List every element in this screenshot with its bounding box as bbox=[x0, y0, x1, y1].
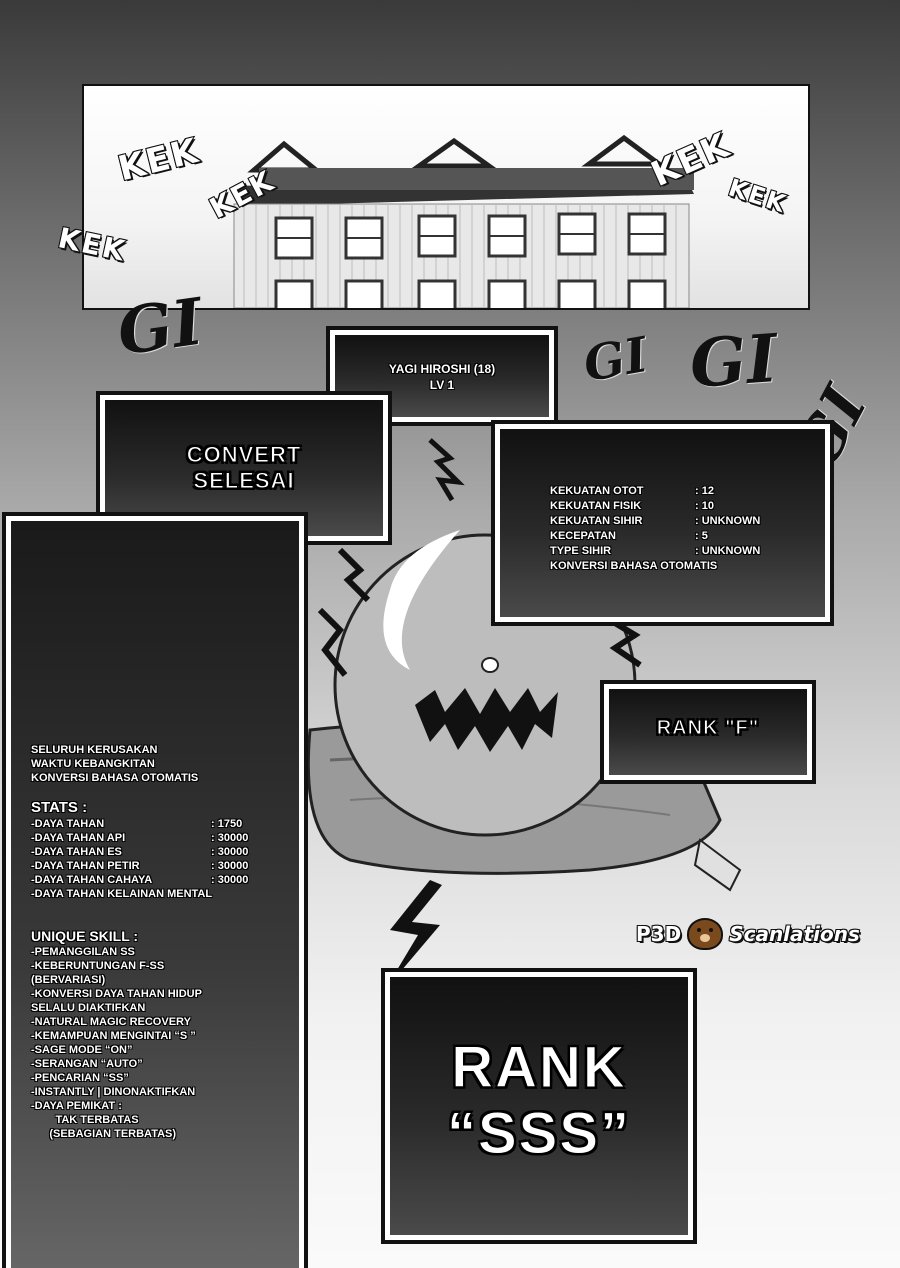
intro-line: WAKTU KEBANGKITAN bbox=[31, 758, 155, 770]
watermark-left: P3D bbox=[635, 921, 682, 947]
skill-line: -KEBERUNTUNGAN F-SS bbox=[31, 960, 165, 972]
lightning-bolt-icon bbox=[385, 880, 442, 990]
bear-logo-icon bbox=[687, 918, 724, 950]
character-name: YAGI HIROSHI (18) bbox=[388, 362, 496, 376]
skill-line: (SEBAGIAN TERBATAS) bbox=[31, 1128, 177, 1140]
rank-sss-window: RANK “SSS” bbox=[381, 968, 697, 1244]
stat-row: -DAYA TAHAN KELAINAN MENTAL bbox=[31, 888, 213, 900]
stat-row: -DAYA TAHAN PETIR: 30000 bbox=[31, 860, 249, 872]
sfx-gi: GI bbox=[579, 326, 652, 394]
skill-line: -PEMANGGILAN SS bbox=[31, 946, 135, 958]
rank-f-window: RANK "F" bbox=[600, 680, 816, 784]
convert-line2: SELESAI bbox=[193, 468, 295, 494]
sfx-gi: GI bbox=[113, 284, 208, 371]
rank-sss-line2: “SSS” bbox=[446, 1101, 632, 1167]
stat-row: -DAYA TAHAN API: 30000 bbox=[31, 832, 249, 844]
skill-line: -KEMAMPUAN MENGINTAI “S ” bbox=[31, 1030, 196, 1042]
intro-line: SELURUH KERUSAKAN bbox=[31, 744, 158, 756]
skill-line: -SAGE MODE “ON” bbox=[31, 1044, 133, 1056]
rank-sss-line1: RANK bbox=[451, 1035, 627, 1101]
skill-line: -PENCARIAN “SS” bbox=[31, 1072, 129, 1084]
rank-f-text: RANK "F" bbox=[656, 717, 760, 740]
stats-title: STATS : bbox=[31, 799, 88, 816]
intro-line: KONVERSI BAHASA OTOMATIS bbox=[31, 772, 199, 784]
building-illustration bbox=[233, 134, 694, 308]
stat-row: KEKUATAN FISIK: 10 bbox=[550, 500, 714, 512]
stat-row: -DAYA TAHAN CAHAYA: 30000 bbox=[31, 874, 249, 886]
skill-line: TAK TERBATAS bbox=[31, 1114, 139, 1126]
top-panel-building bbox=[82, 84, 810, 310]
convert-line1: CONVERT bbox=[186, 442, 302, 468]
skill-line: -NATURAL MAGIC RECOVERY bbox=[31, 1016, 191, 1028]
skill-line: -SERANGAN “AUTO” bbox=[31, 1058, 143, 1070]
stats-window: KEKUATAN OTOT: 12 KEKUATAN FISIK: 10 KEK… bbox=[491, 420, 834, 626]
stat-row: KECEPATAN: 5 bbox=[550, 530, 708, 542]
scanlation-watermark: P3D Scanlations bbox=[635, 918, 861, 950]
skill-line: SELALU DIAKTIFKAN bbox=[31, 1002, 146, 1014]
stat-row: -DAYA TAHAN ES: 30000 bbox=[31, 846, 249, 858]
skill-line: (BERVARIASI) bbox=[31, 974, 106, 986]
skill-line: -DAYA PEMIKAT : bbox=[31, 1100, 122, 1112]
skill-line: -KONVERSI DAYA TAHAN HIDUP bbox=[31, 988, 202, 1000]
stats-footer: KONVERSI BAHASA OTOMATIS bbox=[550, 560, 718, 572]
stat-row: KEKUATAN SIHIR: UNKNOWN bbox=[550, 515, 761, 527]
stat-row: TYPE SIHIR: UNKNOWN bbox=[550, 545, 761, 557]
left-status-panel: SELURUH KERUSAKAN WAKTU KEBANGKITAN KONV… bbox=[2, 512, 308, 1268]
skill-line: -INSTANTLY | DINONAKTIFKAN bbox=[31, 1086, 196, 1098]
skills-title: UNIQUE SKILL : bbox=[31, 928, 139, 944]
watermark-right: Scanlations bbox=[728, 921, 861, 947]
sfx-gi: GI bbox=[687, 319, 780, 403]
character-level: LV 1 bbox=[429, 378, 455, 392]
stat-row: KEKUATAN OTOT: 12 bbox=[550, 485, 714, 497]
stat-row: -DAYA TAHAN: 1750 bbox=[31, 818, 243, 830]
